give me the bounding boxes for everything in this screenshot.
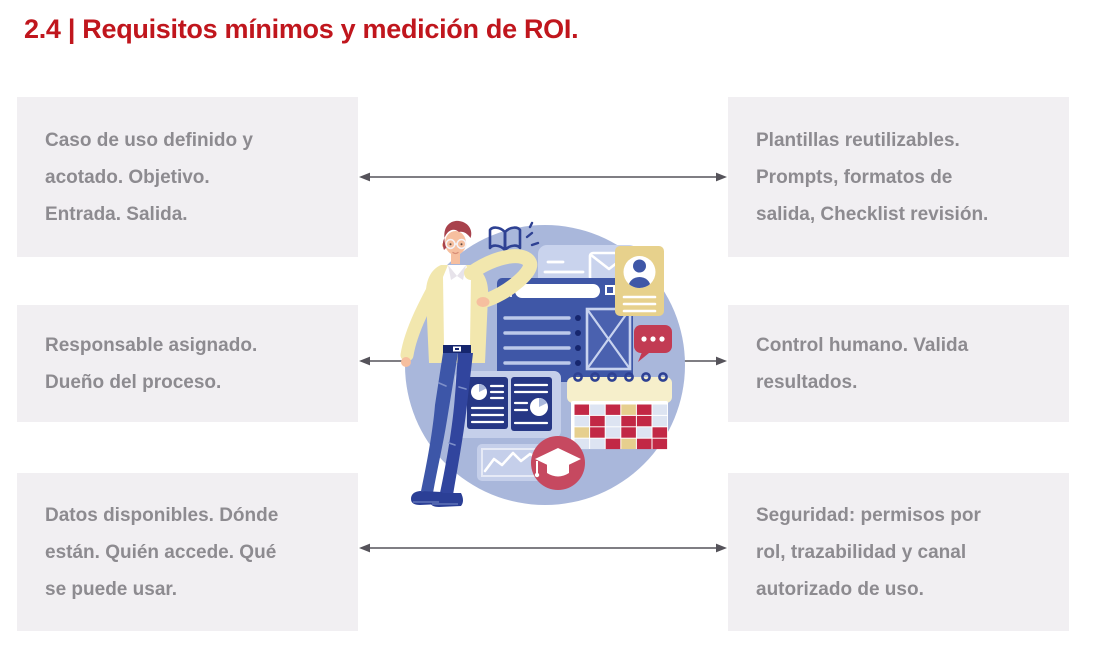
info-box-line: acotado. Objetivo. <box>45 166 210 188</box>
info-box-line: Caso de uso definido y <box>45 129 253 151</box>
info-box-line: Datos disponibles. Dónde <box>45 504 279 526</box>
info-box-line: Prompts, formatos de <box>756 166 953 188</box>
slide-title: 2.4 | Requisitos mínimos y medición de R… <box>24 14 579 44</box>
info-box-line: Control humano. Valida <box>756 334 969 356</box>
user-profile-card <box>615 246 664 316</box>
calendar-grid <box>574 404 668 450</box>
info-box-datos: Datos disponibles. Dónde están. Quién acc… <box>17 473 358 631</box>
double-arrow-bottom <box>359 543 727 553</box>
info-box-line: salida, Checklist revisión. <box>756 203 989 225</box>
info-box-line: autorizado de uso. <box>756 578 924 600</box>
info-box-plantillas: Plantillas reutilizables. Prompts, format… <box>728 97 1069 257</box>
info-box-line: resultados. <box>756 371 858 393</box>
info-box-line: Responsable asignado. <box>45 334 258 356</box>
info-box-caso-de-uso: Caso de uso definido y acotado. Objetivo.… <box>17 97 358 257</box>
pie-chart-report-1 <box>467 377 508 429</box>
central-illustration <box>400 220 685 507</box>
info-box-line: Seguridad: permisos por <box>756 504 981 526</box>
person-illustration <box>400 220 538 507</box>
calendar-icon <box>567 372 672 450</box>
info-box-seguridad: Seguridad: permisos por rol, trazabilidad… <box>728 473 1069 631</box>
info-box-line: Entrada. Salida. <box>45 203 188 225</box>
browser-window <box>497 278 633 382</box>
graduation-cap-badge <box>531 436 585 490</box>
info-box-line: rol, trazabilidad y canal <box>756 541 967 563</box>
info-box-line: Plantillas reutilizables. <box>756 129 960 151</box>
info-box-line: Dueño del proceso. <box>45 371 222 393</box>
info-box-responsable: Responsable asignado. Dueño del proceso. <box>17 305 358 422</box>
info-box-line: se puede usar. <box>45 578 178 600</box>
sparkle-icon <box>525 221 540 247</box>
typing-dots-bubble-icon <box>634 325 672 362</box>
info-box-control-humano: Control humano. Valida resultados. <box>728 305 1069 422</box>
open-book-icon <box>488 226 522 252</box>
info-box-line: están. Quién accede. Qué <box>45 541 277 563</box>
pie-chart-report-2 <box>511 377 552 431</box>
double-arrow-top <box>359 172 727 182</box>
